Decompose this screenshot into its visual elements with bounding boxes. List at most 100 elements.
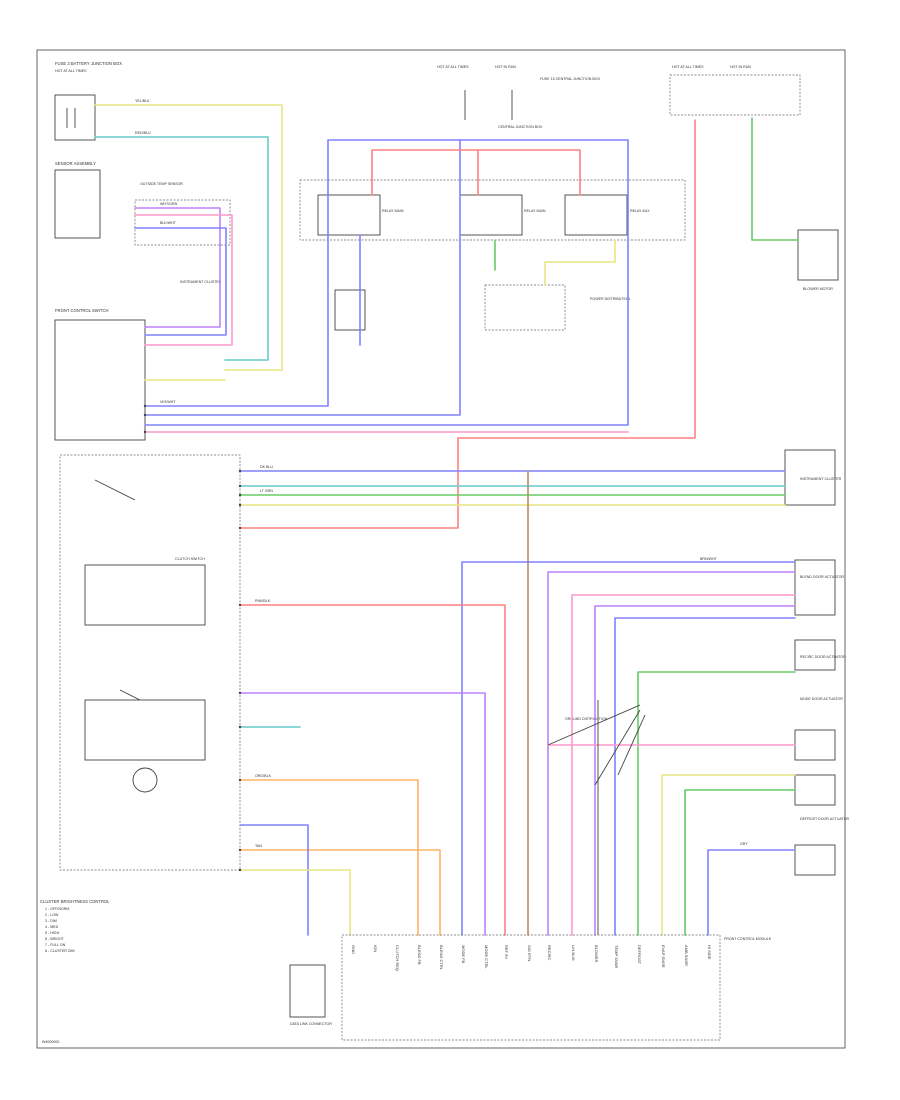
blower-block: HOT AT ALL TIMES HOT IN RUN BLOWER MOTOR — [669, 65, 839, 291]
module-pin-7: REF 5V — [504, 945, 509, 959]
fuse-top-left-label: FUSE 3 BATTERY JUNCTION BOX — [55, 61, 122, 66]
wire-label-yel-blk: YEL/BLK — [135, 99, 150, 103]
wire-violet-right — [547, 571, 796, 936]
hot-at-all-times-label-right: HOT AT ALL TIMES — [672, 65, 704, 69]
wire-yellow-lower — [239, 869, 351, 936]
module-pin-5: MODE FB — [461, 945, 466, 964]
wire-orange-lower-2 — [239, 849, 441, 936]
wire-red-relay — [371, 149, 581, 196]
wire-blue-right-2 — [614, 617, 796, 936]
instrument-cluster-right: INSTRUMENT CLUSTER — [800, 477, 842, 481]
recirc-door-label: RECIRC DOOR ACTUATOR — [800, 655, 846, 659]
wire-blue-top — [144, 139, 629, 426]
central-junction-label: CENTRAL JUNCTION BOX — [498, 125, 543, 129]
hot-in-run-label-center: HOT IN RUN — [495, 65, 516, 69]
legend-item-4: 4 - MED — [45, 925, 59, 929]
wire-labels: YEL/BLK RED/BLU WHT/GRN BLK/WHT VIO/WHT … — [135, 99, 748, 848]
clutch-switch-label: CLUTCH SWITCH — [175, 557, 205, 561]
wire-green-blower — [751, 117, 799, 241]
wire-cyan-left — [94, 136, 269, 361]
wire-blue-mid — [144, 139, 461, 416]
hot-at-all-times-label-left: HOT AT ALL TIMES — [55, 69, 87, 73]
instrument-cluster-label: INSTRUMENT CLUSTER — [180, 280, 222, 284]
wire-yellow-right — [661, 774, 796, 936]
module-pin-12: TEMP SNSR — [614, 945, 619, 968]
wire-violet-right-2 — [594, 605, 796, 936]
wire-label-brn-wht: BRN/WHT — [700, 557, 718, 561]
mode-switch-label: FRONT CONTROL SWITCH — [55, 308, 109, 313]
module-pin-10: LIN BUS — [571, 945, 576, 961]
wire-label-blk-wht: BLK/WHT — [160, 221, 177, 225]
hot-at-all-times-label-center: HOT AT ALL TIMES — [437, 65, 469, 69]
wire-blue-lower — [239, 824, 309, 936]
legend-item-3: 3 - DIM — [45, 919, 57, 923]
module-label: FRONT CONTROL MODULE — [724, 937, 772, 941]
wire-violet-1 — [134, 207, 221, 328]
sensor-name-label: OUTSIDE TEMP SENSOR — [140, 182, 183, 186]
legend-item-7: 7 - FULL ON — [45, 943, 66, 947]
bottom-box-label: DATA LINK CONNECTOR — [290, 1022, 332, 1026]
legend-title: CLUSTER BRIGHTNESS CONTROL — [40, 899, 110, 904]
blower-motor-label: BLOWER MOTOR — [803, 287, 833, 291]
central-junction-block: HOT AT ALL TIMES HOT IN RUN FUSE 15 CENT… — [299, 65, 686, 331]
wires — [94, 104, 799, 936]
front-control-module: FRONT CONTROL MODULE GND IGN CLUTCH REQ … — [341, 934, 772, 1041]
wire-pink-right — [571, 594, 796, 936]
hot-in-run-label-right: HOT IN RUN — [730, 65, 751, 69]
ground-note-label: GROUND DISTRIBUTION — [565, 717, 608, 721]
module-pin-16: HI SIDE — [707, 945, 712, 960]
module-pin-8: SIG RTN — [527, 945, 532, 961]
wire-label-dk-blu: DK BLU — [260, 465, 273, 469]
legend: CLUSTER BRIGHTNESS CONTROL 1 - OFF/NORM … — [40, 899, 110, 953]
wire-yellow-relay — [544, 239, 616, 286]
relay-main-label: RELAY MAIN — [382, 209, 404, 213]
wire-blue-right-3 — [707, 849, 796, 936]
legend-item-2: 2 - LOW — [45, 913, 59, 917]
module-pin-14: EVAP SNSR — [661, 945, 666, 968]
module-pin-3: BLEND FB — [417, 945, 422, 965]
legend-item-1: 1 - OFF/NORM — [45, 907, 69, 911]
module-pin-0: GND — [351, 945, 356, 954]
right-actuators: INSTRUMENT CLUSTER BLEND DOOR ACTUATOR R… — [565, 449, 850, 876]
ground-lines — [547, 700, 646, 935]
wire-blue-right — [461, 561, 796, 936]
mode-door-label: MODE DOOR ACTUATOR — [800, 697, 843, 701]
legend-item-6: 6 - BRIGHT — [45, 937, 65, 941]
left-control-housing: CLUTCH SWITCH — [59, 454, 241, 871]
module-pin-15: AMB SNSR — [684, 945, 689, 966]
module-pin-1: IGN — [373, 945, 378, 952]
relay-aux-label-2: RELAY AUX — [630, 209, 650, 213]
wire-red-clutch — [239, 604, 506, 936]
defrost-door-label: DEFROST DOOR ACTUATOR — [800, 817, 850, 821]
diagram-frame — [36, 49, 846, 1049]
wire-label-pnk-blk: PNK/BLK — [255, 599, 271, 603]
wire-label-lt-grn: LT GRN — [260, 489, 273, 493]
data-link-connector: DATA LINK CONNECTOR — [289, 964, 332, 1026]
wire-label-red-blu: RED/BLU — [135, 131, 151, 135]
wire-yellow-left — [94, 104, 283, 371]
legend-item-8: 8 - CLUSTER DIM — [45, 949, 75, 953]
wire-label-vio-wht: VIO/WHT — [160, 400, 176, 404]
wire-label-gry: GRY — [740, 842, 748, 846]
module-pin-13: DEFROST — [637, 945, 642, 965]
module-pin-9: RECIRC — [547, 945, 552, 960]
wire-pink-1 — [134, 214, 233, 346]
wire-violet-lower — [239, 692, 486, 936]
fuse-center-label: FUSE 15 CENTRAL JUNCTION BOX — [540, 77, 601, 81]
wire-green-right — [637, 671, 796, 936]
legend-item-5: 5 - HIGH — [45, 931, 60, 935]
figure-code: W4000000 — [42, 1040, 59, 1044]
module-pin-2: CLUTCH REQ — [395, 945, 400, 971]
wire-label-tan: TAN — [255, 844, 262, 848]
connector-pins — [143, 404, 242, 872]
module-pin-11: BLOWER — [594, 945, 599, 962]
sensor-left-label: SENSOR ASSEMBLY — [55, 161, 96, 166]
wire-red-long — [239, 119, 696, 529]
wire-label-org-blk: ORG/BLK — [255, 774, 272, 778]
blend-door-label: BLEND DOOR ACTUATOR — [800, 575, 844, 579]
sensor-left-block: SENSOR ASSEMBLY OUTSIDE TEMP SENSOR INST… — [54, 161, 231, 284]
top-left-fuse-block: FUSE 3 BATTERY JUNCTION BOX HOT AT ALL T… — [54, 61, 122, 141]
wire-orange-lower — [239, 779, 419, 936]
wire-blue-1 — [134, 227, 227, 336]
